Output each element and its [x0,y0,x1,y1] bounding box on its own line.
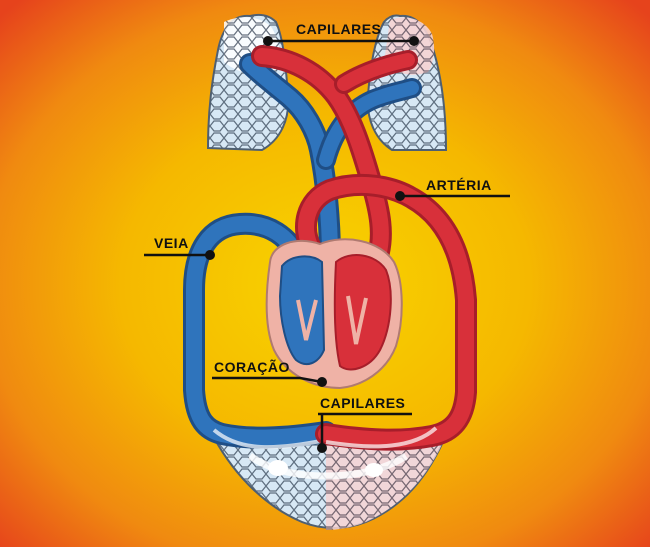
aorta-systemic-artery [295,174,477,451]
label-capilares-bottom: CAPILARES [317,395,412,453]
label-capilares-top: CAPILARES [263,21,419,46]
label-veia: VEIA [144,235,215,260]
coracao-text: CORAÇÃO [214,358,290,375]
heart [265,238,403,390]
arteria-text: ARTÉRIA [426,177,492,193]
pulmonary-vein [251,45,418,267]
label-coracao: CORAÇÃO [212,358,327,387]
veia-text: VEIA [154,235,189,251]
capilares-top-text: CAPILARES [296,21,381,37]
pulmonary-artery [239,53,422,269]
label-arteria: ARTÉRIA [395,177,510,201]
systemic-vein [183,212,337,450]
capilares-bottom-text: CAPILARES [320,395,405,411]
